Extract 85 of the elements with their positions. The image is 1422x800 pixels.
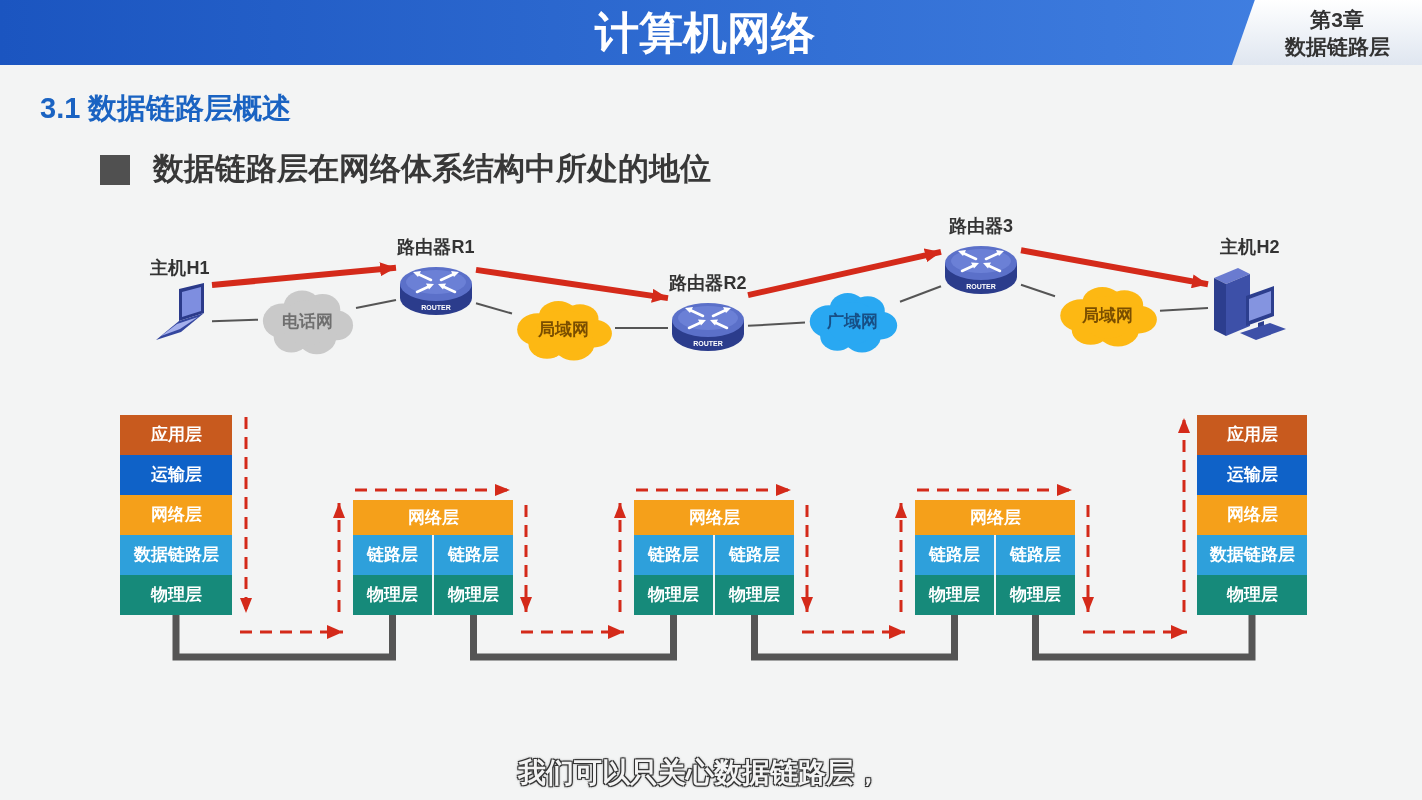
link-line	[172, 615, 396, 661]
layer-block	[120, 575, 232, 615]
connector-line	[211, 318, 259, 323]
layer-label: 网络层	[150, 505, 202, 525]
dashed-arrow	[802, 625, 905, 639]
layer-block	[634, 535, 713, 575]
layer-block	[634, 575, 713, 615]
layer-block	[1197, 455, 1307, 495]
network-label: 电话网	[281, 312, 333, 332]
connector-line	[899, 285, 942, 303]
layer-label: 链路层	[448, 545, 499, 565]
section-heading: 3.1 数据链路层概述	[40, 91, 292, 126]
connector-line	[747, 321, 806, 327]
bullet-text: 数据链路层在网络体系结构中所处的地位	[153, 150, 711, 188]
layer-block	[715, 535, 794, 575]
layer-label: 物理层	[1010, 585, 1061, 605]
layer-block	[996, 575, 1075, 615]
layer-block	[1197, 575, 1307, 615]
layer-label: 网络层	[1226, 505, 1278, 525]
layer-block	[434, 575, 513, 615]
page-title: 计算机网络	[595, 7, 815, 59]
layer-block	[915, 500, 1075, 535]
layer-label: 运输层	[150, 465, 202, 485]
layer-label: 物理层	[367, 585, 418, 605]
layer-block	[434, 535, 513, 575]
link-line	[1032, 615, 1256, 661]
chapter-number: 第3章	[1310, 6, 1364, 33]
connector-line	[614, 327, 669, 329]
video-subtitle: 我们可以只关心数据链路层，	[518, 756, 882, 790]
layer-label: 数据链路层	[133, 545, 219, 565]
layer-label: 链路层	[729, 545, 780, 565]
layer-label: 数据链路层	[1209, 545, 1295, 565]
connector-line	[1159, 306, 1209, 312]
connector-line	[1020, 283, 1056, 298]
dashed-arrow	[240, 625, 343, 639]
chapter-title: 数据链路层	[1284, 33, 1390, 60]
host-label: 主机H2	[1220, 236, 1280, 258]
dashed-arrow	[521, 625, 624, 639]
layer-block	[715, 575, 794, 615]
host-label: 主机H1	[150, 257, 210, 279]
layer-block	[120, 535, 232, 575]
layer-block	[353, 575, 432, 615]
layer-block	[120, 495, 232, 535]
arrow	[475, 266, 669, 303]
layer-block	[120, 455, 232, 495]
network-label: 广域网	[827, 312, 878, 332]
layer-label: 应用层	[1226, 425, 1278, 445]
layer-block	[353, 535, 432, 575]
layer-block	[996, 535, 1075, 575]
layer-label: 网络层	[407, 507, 459, 528]
layer-block	[634, 500, 794, 535]
layer-label: 物理层	[929, 585, 980, 605]
arrow	[747, 248, 942, 299]
layer-block	[915, 535, 994, 575]
dashed-arrow	[1083, 625, 1187, 639]
layer-label: 网络层	[688, 507, 740, 528]
router-label: 路由器R1	[397, 236, 475, 258]
arrow	[211, 262, 397, 288]
connector-line	[475, 302, 513, 315]
layer-label: 物理层	[150, 585, 202, 605]
layer-label: 链路层	[648, 545, 699, 565]
layer-label: 物理层	[648, 585, 699, 605]
router-label: 路由器3	[949, 215, 1013, 237]
layer-label: 链路层	[1010, 545, 1061, 565]
layer-block	[915, 575, 994, 615]
layer-block	[1197, 535, 1307, 575]
layer-label: 物理层	[1226, 585, 1278, 605]
layer-label: 链路层	[929, 545, 980, 565]
link-line	[751, 615, 958, 661]
router-label: 路由器R2	[669, 272, 747, 294]
layer-label: 应用层	[150, 425, 202, 445]
layer-block	[1197, 415, 1307, 455]
connector-line	[355, 299, 397, 310]
layer-label: 物理层	[448, 585, 499, 605]
network-label: 局域网	[538, 320, 589, 340]
layer-label: 物理层	[729, 585, 780, 605]
layer-block	[1197, 495, 1307, 535]
layer-label: 链路层	[367, 545, 418, 565]
arrow	[1020, 247, 1209, 289]
layer-label: 运输层	[1226, 465, 1278, 485]
layer-label: 网络层	[969, 507, 1021, 528]
link-line	[470, 615, 677, 661]
layer-block	[120, 415, 232, 455]
layer-block	[353, 500, 513, 535]
network-label: 局域网	[1082, 306, 1133, 326]
